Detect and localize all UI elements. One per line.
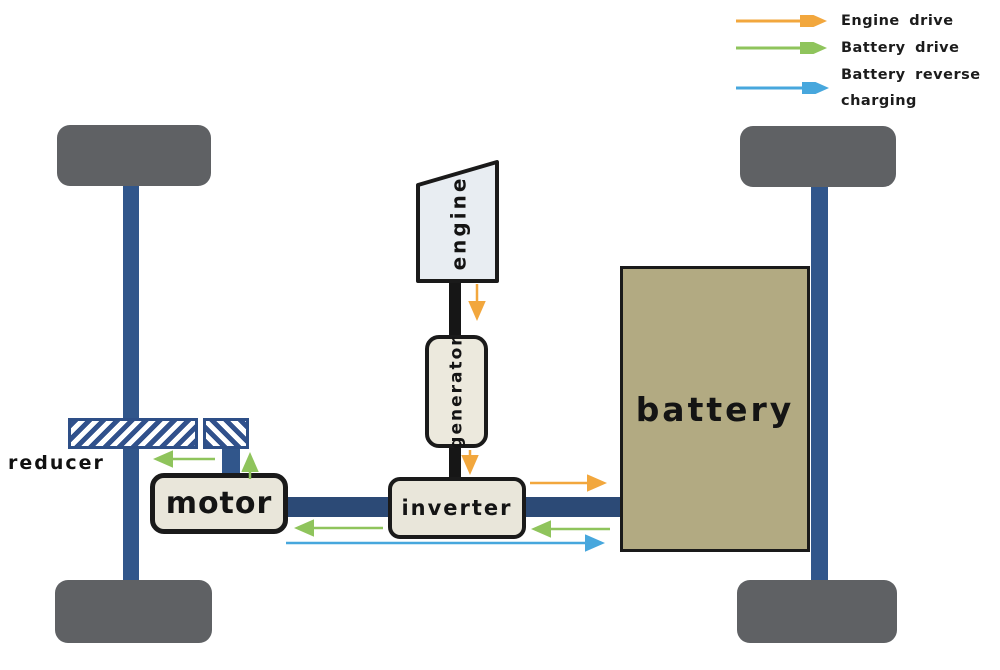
- generator-inverter-link: [449, 444, 461, 480]
- reducer-gear-narrow: [203, 418, 249, 449]
- wheel-front-right: [740, 126, 896, 187]
- generator-block: generator: [425, 335, 488, 448]
- inverter-text: inverter: [401, 496, 513, 520]
- engine-drive-arrow-icon: [736, 15, 827, 27]
- wheel-rear-left: [55, 580, 212, 643]
- wheel-rear-right: [737, 580, 897, 643]
- battery-reverse-charging-arrow-icon: [736, 82, 829, 94]
- reducer-gear-wide: [68, 418, 198, 449]
- reducer-label: reducer: [8, 452, 105, 474]
- battery-drive-arrow-icon: [736, 42, 827, 54]
- motor-text: motor: [165, 486, 273, 521]
- legend-item-battery-reverse-charging: Battery reverse charging: [735, 62, 991, 114]
- axle-left: [123, 184, 139, 582]
- battery-block: battery: [620, 266, 810, 552]
- legend-label-battery-reverse-charging: Battery reverse charging: [841, 67, 981, 109]
- generator-text: generator: [446, 334, 467, 449]
- wheel-front-left: [57, 125, 211, 186]
- legend-label-engine-drive: Engine drive: [841, 13, 954, 29]
- legend-item-battery-drive: Battery drive: [735, 35, 991, 61]
- engine-label: engine: [420, 166, 497, 279]
- engine-generator-link: [449, 278, 461, 338]
- axle-right: [811, 185, 828, 582]
- motor-reducer-shaft: [222, 447, 240, 475]
- battery-text: battery: [635, 389, 795, 429]
- legend-item-engine-drive: Engine drive: [735, 8, 991, 34]
- inverter-block: inverter: [388, 477, 526, 539]
- motor-block: motor: [150, 473, 288, 534]
- engine-text: engine: [446, 175, 471, 270]
- legend: Engine drive Battery drive Battery rever…: [735, 8, 991, 115]
- legend-label-battery-drive: Battery drive: [841, 40, 960, 56]
